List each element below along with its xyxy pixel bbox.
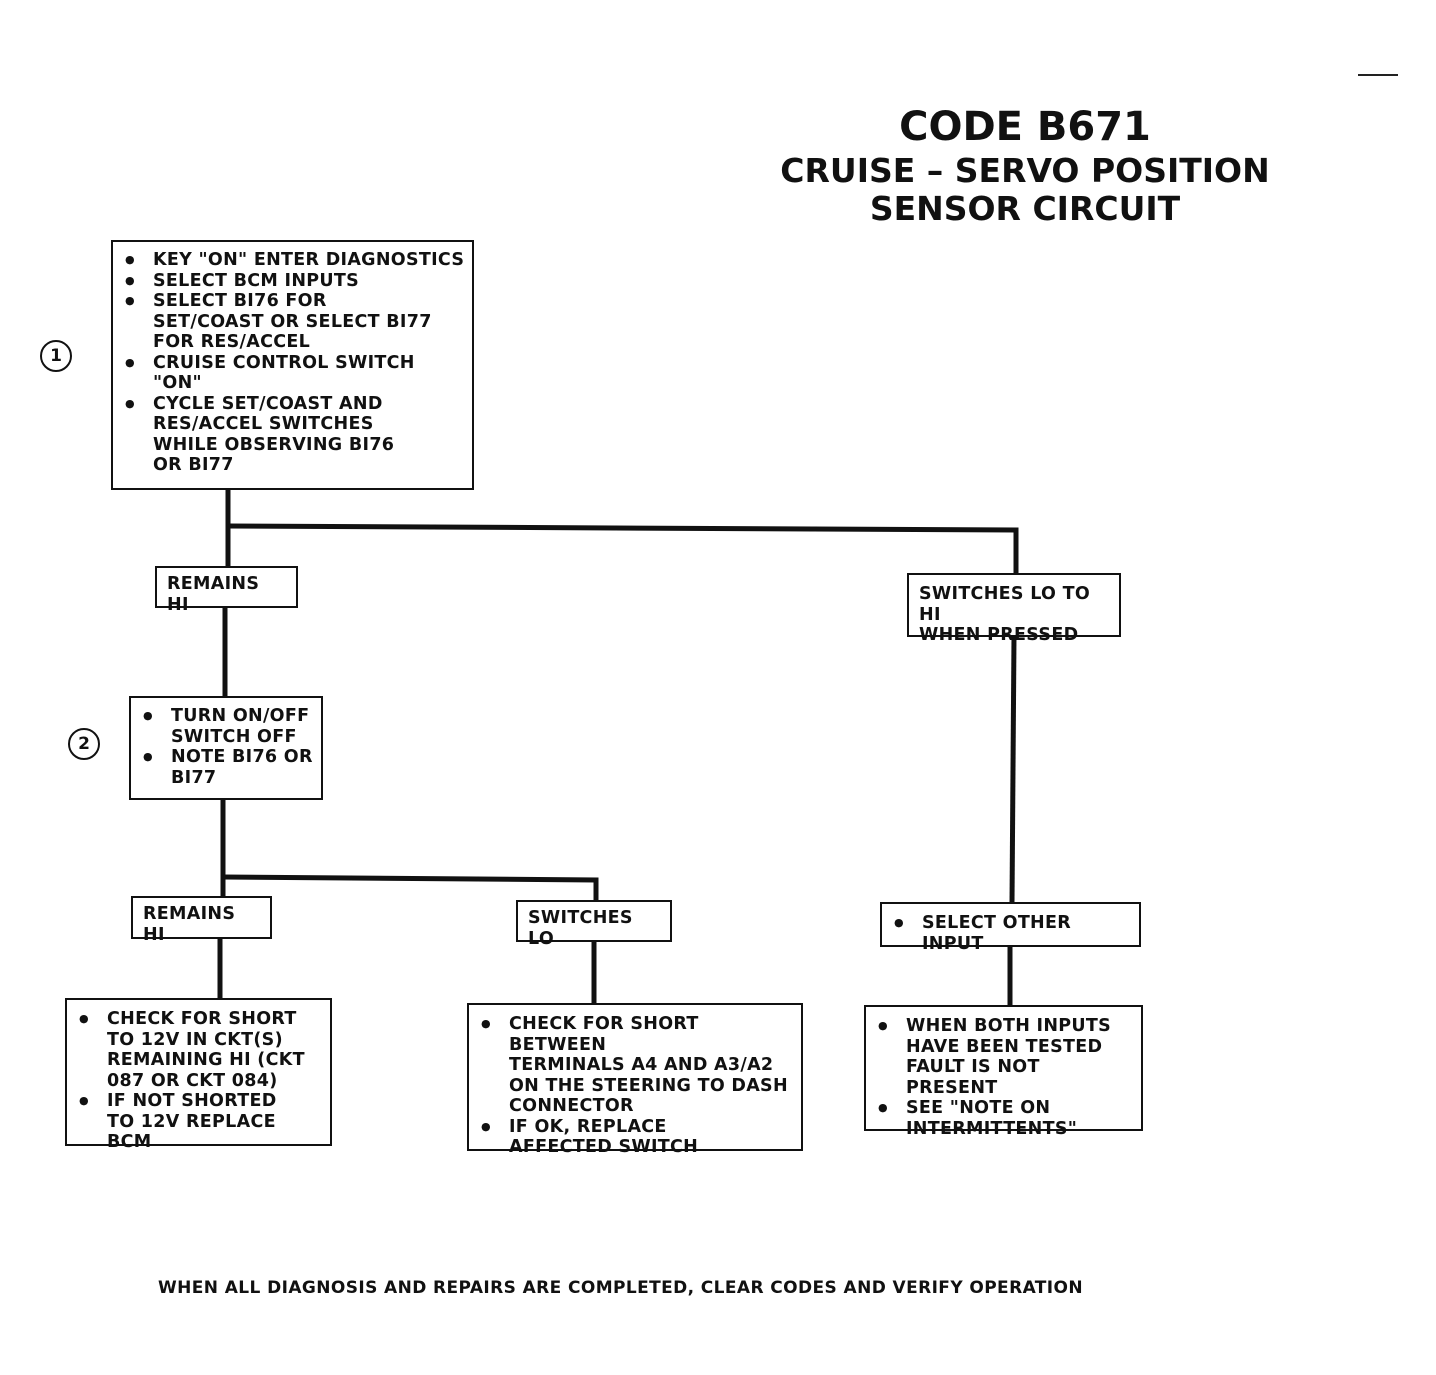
instruction-item: IF OK, REPLACE AFFECTED SWITCH xyxy=(475,1117,795,1158)
instruction-item: CYCLE SET/COAST AND RES/ACCEL SWITCHES W… xyxy=(119,394,466,476)
instruction-item: CHECK FOR SHORT TO 12V IN CKT(S) REMAINI… xyxy=(73,1009,324,1091)
result-remains-hi-label: REMAINS HI xyxy=(131,896,272,945)
footer-note: WHEN ALL DIAGNOSIS AND REPAIRS ARE COMPL… xyxy=(158,1278,1084,1298)
scan-mark xyxy=(1358,74,1398,76)
instruction-item: TURN ON/OFF SWITCH OFF xyxy=(137,706,315,747)
initial-check-box: KEY "ON" ENTER DIAGNOSTICS SELECT BCM IN… xyxy=(111,240,474,490)
step-marker-1: 1 xyxy=(40,340,72,372)
instruction-item: NOTE BI76 OR BI77 xyxy=(137,747,315,788)
connector-line xyxy=(222,874,599,900)
subtitle-line-2: SENSOR CIRCUIT xyxy=(869,189,1181,228)
subtitle-line-1: CRUISE – SERVO POSITION xyxy=(780,151,1270,190)
instruction-item: CHECK FOR SHORT BETWEEN TERMINALS A4 AND… xyxy=(475,1014,795,1117)
connector-line xyxy=(1009,635,1017,903)
instruction-item: WHEN BOTH INPUTS HAVE BEEN TESTED FAULT … xyxy=(872,1016,1135,1098)
instruction-item: CRUISE CONTROL SWITCH "ON" xyxy=(119,353,466,394)
result-switches-lo-label: SWITCHES LO xyxy=(516,900,672,949)
code-title: CODE B671 xyxy=(899,104,1151,150)
instruction-item: SELECT OTHER INPUT xyxy=(888,913,1133,954)
instruction-item: SELECT BI76 FOR SET/COAST OR SELECT BI77… xyxy=(119,291,466,353)
instruction-item: IF NOT SHORTED TO 12V REPLACE BCM xyxy=(73,1091,324,1153)
connector-line xyxy=(227,523,1019,573)
check-short-between-terminals-box: CHECK FOR SHORT BETWEEN TERMINALS A4 AND… xyxy=(467,1003,803,1157)
turn-switch-off-box: TURN ON/OFF SWITCH OFF NOTE BI76 OR BI77 xyxy=(129,696,323,800)
select-other-input-box: SELECT OTHER INPUT xyxy=(880,902,1141,954)
result-remains-hi-label: REMAINS HI xyxy=(155,566,298,615)
check-short-to-12v-box: CHECK FOR SHORT TO 12V IN CKT(S) REMAINI… xyxy=(65,998,332,1152)
result-switches-lo-to-hi-label: SWITCHES LO TO HI WHEN PRESSED xyxy=(907,573,1121,645)
fault-not-present-box: WHEN BOTH INPUTS HAVE BEEN TESTED FAULT … xyxy=(864,1005,1143,1139)
instruction-item: KEY "ON" ENTER DIAGNOSTICS xyxy=(119,250,466,271)
instruction-item: SELECT BCM INPUTS xyxy=(119,271,466,292)
step-marker-2: 2 xyxy=(68,728,100,760)
instruction-item: SEE "NOTE ON INTERMITTENTS" xyxy=(872,1098,1135,1139)
